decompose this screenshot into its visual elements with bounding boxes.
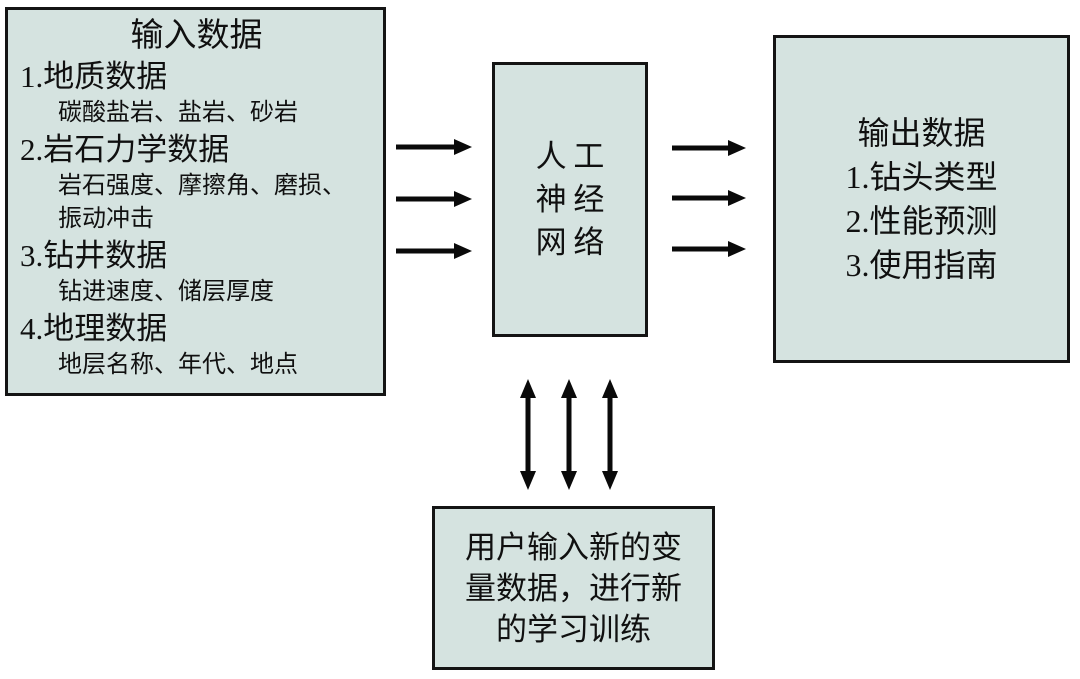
input-item-label: 4.地理数据 [20, 311, 168, 346]
output-item: 2.性能预测 [845, 203, 998, 239]
ann-box-line: 神经 [535, 182, 612, 217]
ann-box: 人工 神经 网络 [492, 62, 648, 337]
arrow-input-to-ann-1 [396, 139, 472, 155]
training-box-line: 的学习训练 [496, 611, 651, 647]
input-item-detail: 地层名称、年代、地点 [58, 352, 298, 378]
input-item-detail: 碳酸盐岩、盐岩、砂岩 [58, 100, 298, 126]
arrow-ann-training-1 [520, 379, 536, 490]
output-item: 3.使用指南 [845, 247, 998, 283]
output-box-content: 输出数据 1.钻头类型 2.性能预测 3.使用指南 [845, 111, 997, 287]
input-item-geography: 4.地理数据 地层名称、年代、地点 [18, 309, 375, 382]
input-item-drilling: 3.钻井数据 钻进速度、储层厚度 [18, 236, 375, 309]
input-item-rock-mechanics: 2.岩石力学数据 岩石强度、摩擦角、磨损、 振动冲击 [18, 130, 375, 236]
training-box: 用户输入新的变 量数据，进行新 的学习训练 [432, 506, 715, 670]
input-item-detail: 振动冲击 [58, 206, 154, 232]
input-item-label: 2.岩石力学数据 [20, 132, 230, 167]
arrow-input-to-ann-2 [396, 191, 472, 207]
input-item-geology: 1.地质数据 碳酸盐岩、盐岩、砂岩 [18, 57, 375, 130]
arrow-input-to-ann-3 [396, 243, 472, 259]
output-data-box: 输出数据 1.钻头类型 2.性能预测 3.使用指南 [773, 35, 1070, 363]
output-box-title: 输出数据 [857, 115, 986, 151]
input-item-label: 3.钻井数据 [20, 238, 168, 273]
input-item-label: 1.地质数据 [20, 59, 168, 94]
arrow-ann-to-output-3 [672, 241, 746, 257]
arrow-ann-training-2 [561, 379, 577, 490]
output-item: 1.钻头类型 [845, 159, 998, 195]
arrow-ann-to-output-2 [672, 190, 746, 206]
input-item-detail: 钻进速度、储层厚度 [58, 279, 274, 305]
training-box-line: 用户输入新的变 [465, 529, 682, 565]
arrow-ann-training-3 [602, 379, 618, 490]
input-box-title: 输入数据 [130, 18, 263, 54]
input-item-detail: 岩石强度、摩擦角、磨损、 [58, 173, 346, 199]
input-data-box: 输入数据 1.地质数据 碳酸盐岩、盐岩、砂岩 2.岩石力学数据 岩石强度、摩擦角… [5, 7, 386, 396]
ann-box-line: 人工 [535, 139, 612, 174]
training-box-line: 量数据，进行新 [465, 570, 682, 606]
arrow-ann-to-output-1 [672, 140, 746, 156]
ann-box-line: 网络 [535, 225, 612, 260]
